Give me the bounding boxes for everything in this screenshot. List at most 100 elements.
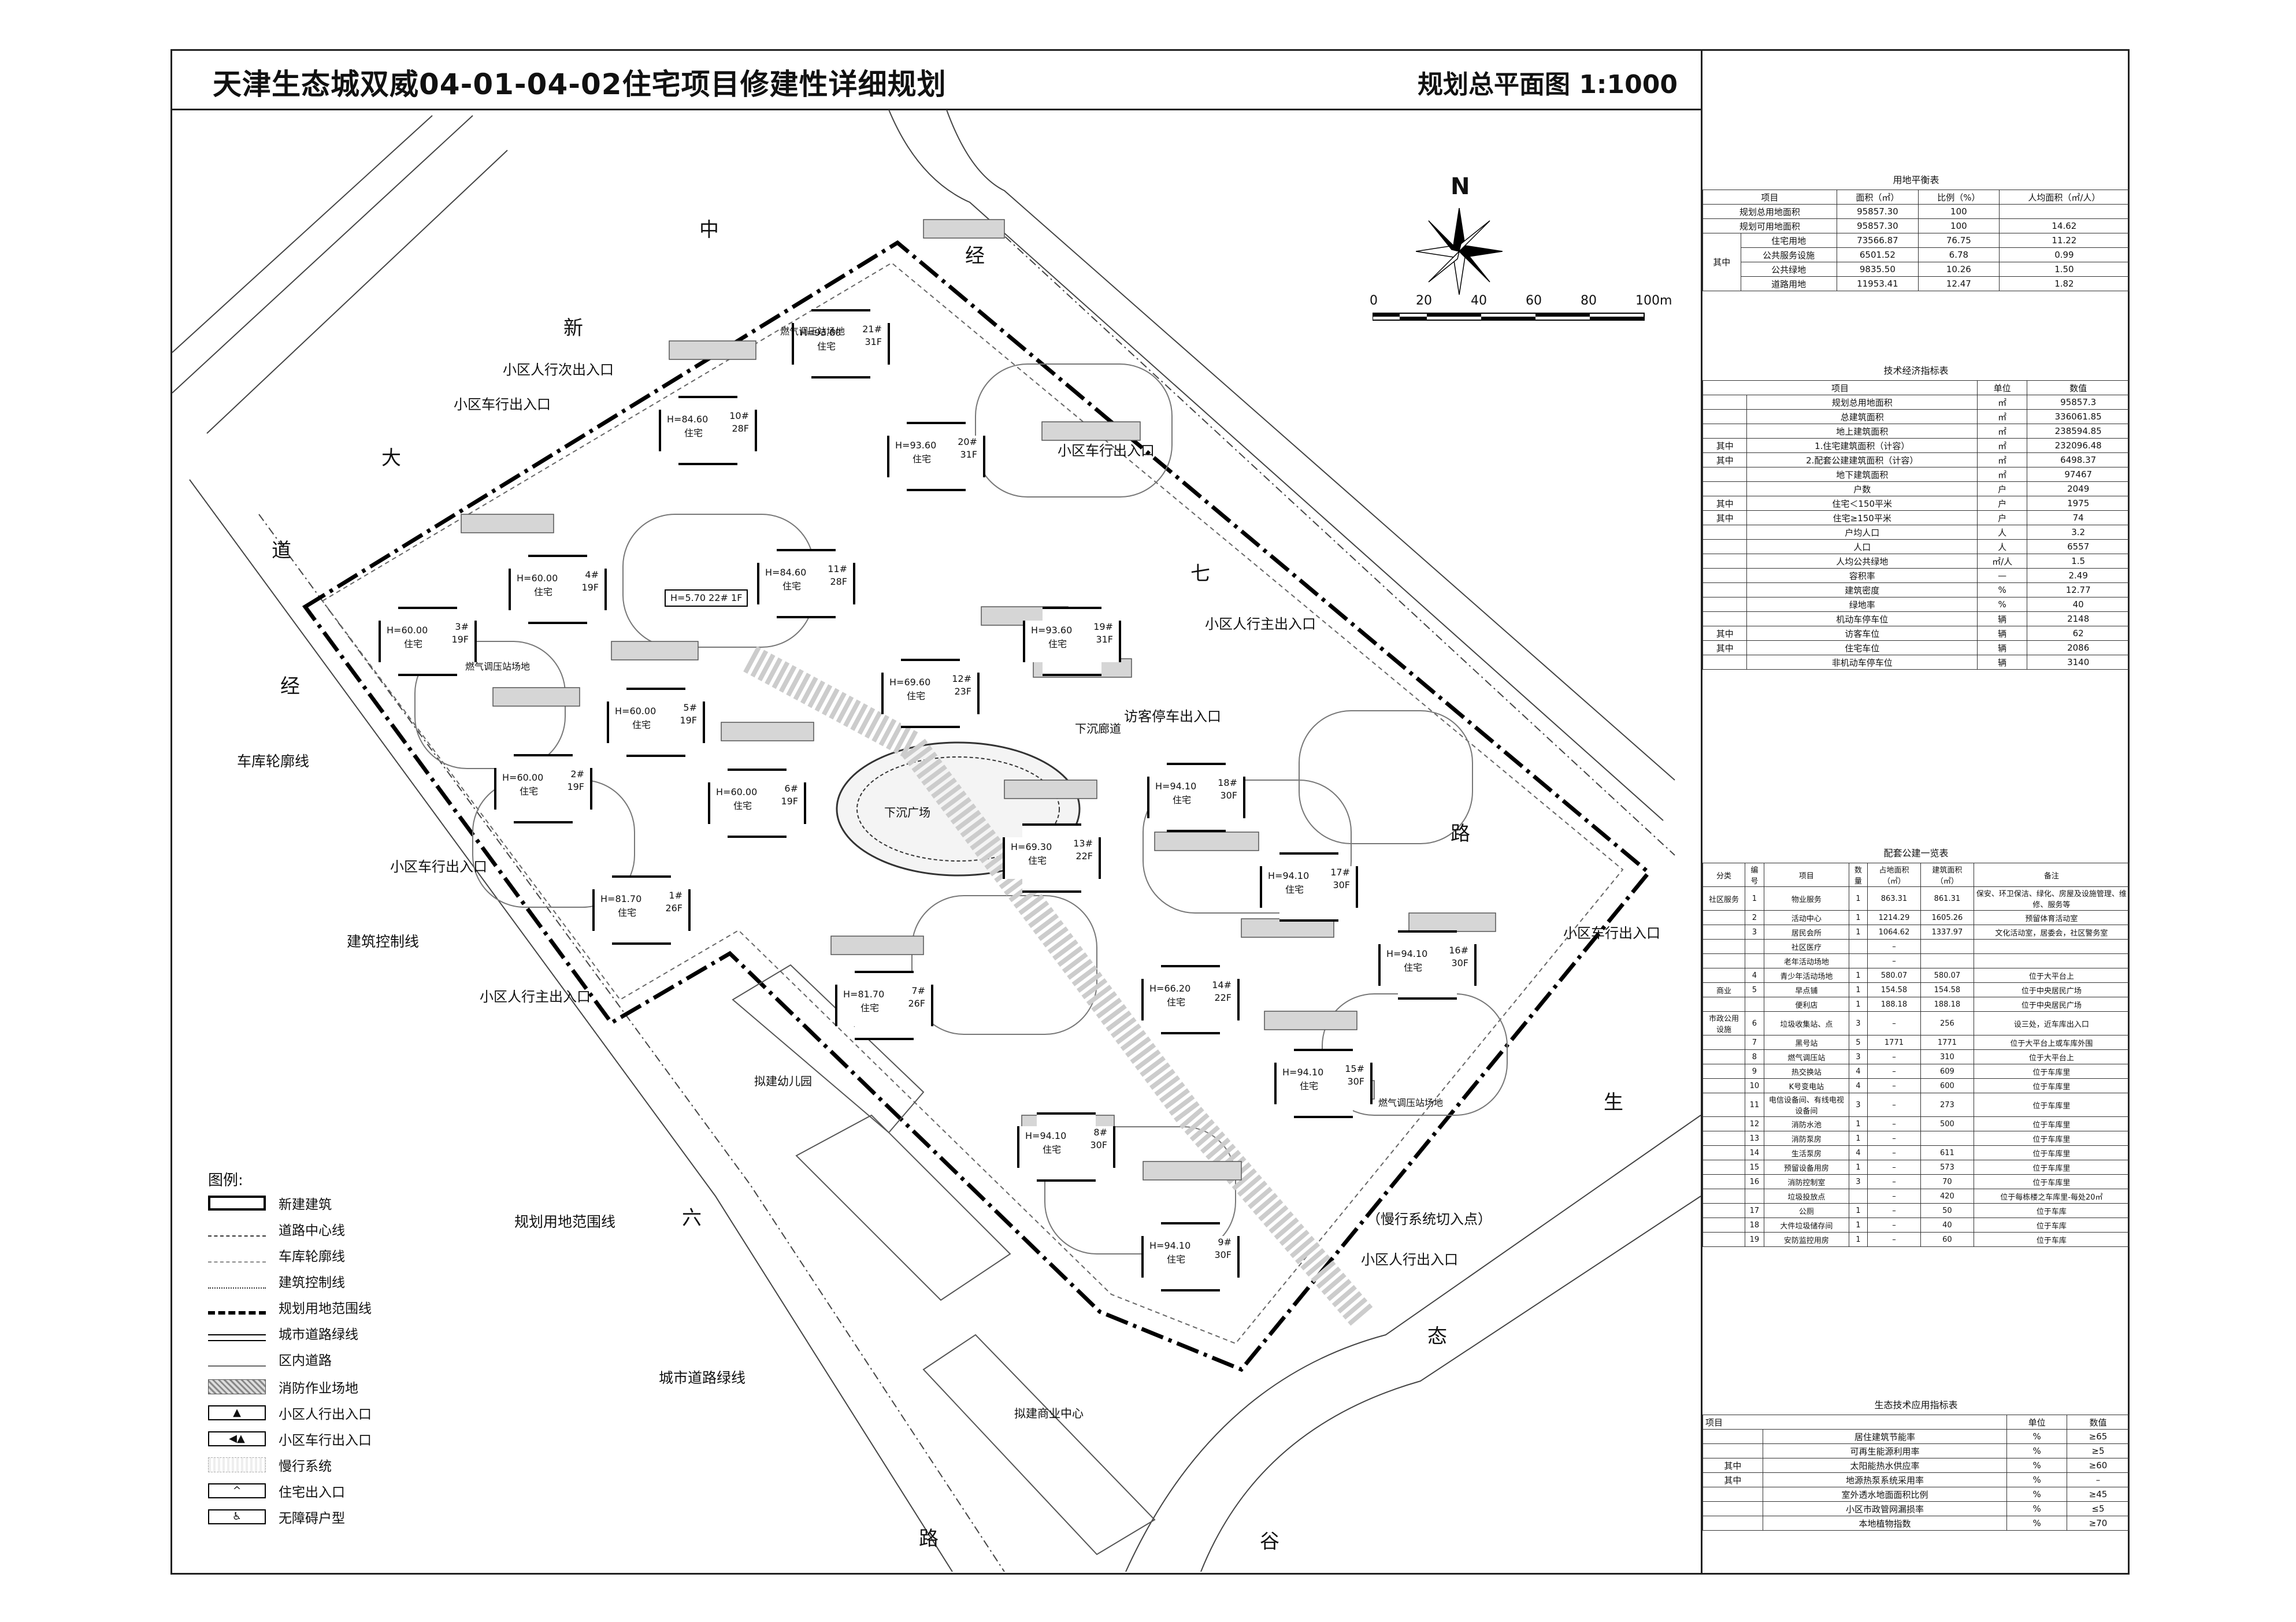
table-cell: 辆 [1976, 655, 2028, 670]
table-cell: 人 [1976, 525, 2028, 540]
table-cell: 8 [1744, 1049, 1764, 1064]
table-cell: 232096.48 [2027, 438, 2130, 453]
table-cell [1702, 925, 1745, 940]
table-cell: 12 [1744, 1116, 1764, 1131]
table-cell: 小区市政管网漏损率 [1762, 1501, 2008, 1516]
table-cell: ㎡/人 [1976, 554, 2028, 569]
table-cell: 商业 [1702, 982, 1745, 997]
table-cell: 1214.29 [1867, 910, 1921, 925]
table-cell: 3 [1848, 1049, 1868, 1064]
table-cell: 18 [1744, 1218, 1764, 1233]
table-cell: 19 [1744, 1232, 1764, 1247]
table-cell: 40 [2027, 597, 2130, 612]
sunken-plaza-label: 下沉广场 [884, 806, 930, 819]
table-cell: 1 [1744, 886, 1764, 911]
table-cell [1744, 939, 1764, 954]
road-name: 七 [1190, 562, 1210, 585]
table-cell: 7 [1744, 1035, 1764, 1050]
table-cell: 4 [1848, 1064, 1868, 1079]
table-cell: – [1867, 1232, 1921, 1247]
table-cell: % [2006, 1516, 2067, 1531]
table-cell: 位于车库里 [1973, 1116, 2130, 1131]
table-cell: 容积率 [1746, 568, 1978, 583]
table-cell: 1064.62 [1867, 925, 1921, 940]
table-cell [1702, 1145, 1745, 1160]
table-cell: 74 [2027, 510, 2130, 525]
table-cell [1702, 1078, 1745, 1093]
table-cell: 人 [1976, 539, 2028, 554]
table-cell: 6 [1744, 1011, 1764, 1035]
table-cell: – [2066, 1472, 2130, 1487]
table-cell: ㎡ [1976, 438, 2028, 453]
table-cell: 609 [1920, 1064, 1974, 1079]
table-cell: 市政公用设施 [1702, 1011, 1745, 1035]
table-cell [1920, 953, 1974, 968]
table-cell: 238594.85 [2027, 424, 2130, 439]
table-cell: 611 [1920, 1145, 1974, 1160]
table-cell: 95857.3 [2027, 395, 2130, 410]
table-cell: % [2006, 1443, 2067, 1458]
table-cell: – [1867, 1218, 1921, 1233]
table-cell: 62 [2027, 626, 2130, 641]
table-cell: 5 [1744, 982, 1764, 997]
table-cell: 1.5 [2027, 554, 2130, 569]
road-name: 路 [919, 1527, 939, 1550]
legend-item: 区内道路 [208, 1348, 332, 1371]
table-cell: 机动车停车位 [1746, 611, 1978, 626]
table-cell: 1 [1848, 886, 1868, 911]
table-cell: 位于大平台上 [1973, 968, 2130, 983]
table-cell [1744, 997, 1764, 1012]
table-cell [1702, 953, 1745, 968]
table-row: 容积率—2.49 [1702, 568, 2130, 583]
table-cell: 其中 [1702, 496, 1748, 511]
table-cell: – [1867, 1011, 1921, 1035]
entrance-label: 小区车行出入口 [1563, 925, 1660, 941]
road-name: 经 [965, 244, 985, 268]
table-cell: 4 [1848, 1145, 1868, 1160]
table-cell [1702, 910, 1745, 925]
table-cell: 1 [1848, 997, 1868, 1012]
table-cell: 50 [1920, 1203, 1974, 1218]
table-cell [1920, 939, 1974, 954]
table-cell: 位于每栋楼之车库里-每处20㎡ [1973, 1189, 2130, 1204]
table-cell: – [1867, 1049, 1921, 1064]
callout-green-line: 城市道路绿线 [659, 1369, 746, 1386]
entrance-label: 小区人行主出入口 [1205, 616, 1316, 632]
table-cell: 地上建筑面积 [1746, 424, 1978, 439]
legend-item: 道路中心线 [208, 1218, 345, 1241]
table-cell: ㎡ [1976, 395, 2028, 410]
legend-item: ^住宅出入口 [208, 1479, 345, 1502]
building-22[interactable]: H=5.70 22# 1F [665, 589, 748, 607]
table-cell: 社区服务 [1702, 886, 1745, 911]
road-name: 六 [682, 1207, 702, 1230]
table-cell [1702, 1064, 1745, 1079]
table-cell: 规划总用地面积 [1746, 395, 1978, 410]
panel-divider [1701, 49, 1702, 1575]
table-cell: 活动中心 [1763, 910, 1849, 925]
table-cell: 273 [1920, 1093, 1974, 1117]
table-cell: 其中 [1702, 452, 1748, 467]
table-cell: 1605.26 [1920, 910, 1974, 925]
table-cell: % [1976, 597, 2028, 612]
table-cell [1702, 611, 1748, 626]
table-cell [1848, 939, 1868, 954]
table-cell [1702, 655, 1748, 670]
table-row: 其中地源热泵系统采用率%– [1702, 1472, 2130, 1487]
table-cell: 1 [1848, 1203, 1868, 1218]
title-bar: 天津生态城双威04-01-04-02住宅项目修建性详细规划 规划总平面图 1:1… [172, 51, 1701, 110]
table-cell [1702, 568, 1748, 583]
table-cell: ≤5 [2066, 1501, 2130, 1516]
table-cell: 其中 [1702, 510, 1748, 525]
table-cell: 热交换站 [1763, 1064, 1849, 1079]
table-cell: 600 [1920, 1078, 1974, 1093]
slow-system [743, 645, 1374, 1327]
table-cell: 13 [1744, 1131, 1764, 1146]
table-cell: 40 [1920, 1218, 1974, 1233]
